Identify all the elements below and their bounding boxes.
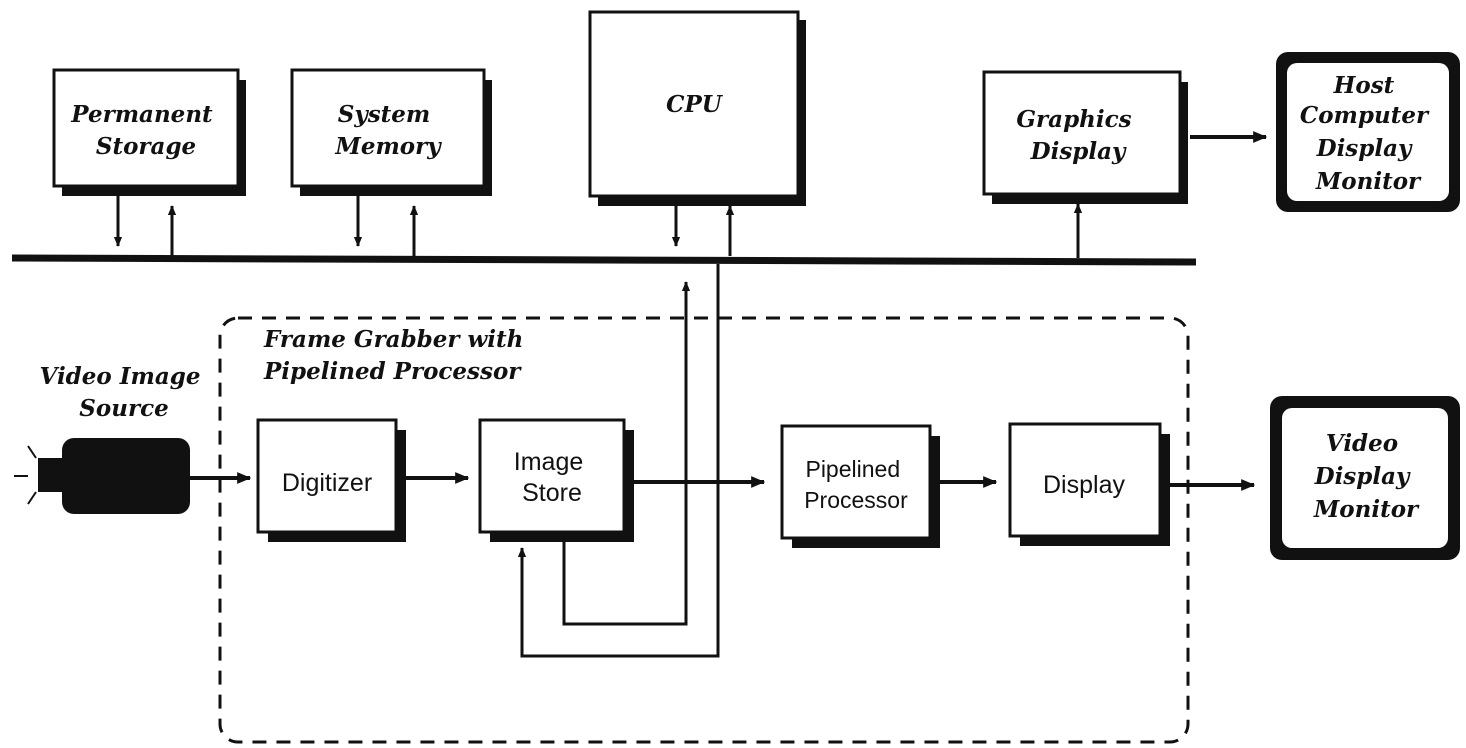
pipelined-processor-block: Pipelined Processor	[780, 424, 940, 548]
svg-text:Display: Display	[1043, 471, 1125, 499]
frame-grabber-label-2: Pipelined Processor	[263, 358, 522, 385]
video-monitor-block: Video Display Monitor	[1270, 396, 1460, 560]
bus-to-store-loop	[517, 264, 720, 658]
bus-arrows	[113, 196, 1083, 258]
system-memory-block: System Memory	[290, 68, 492, 196]
image-store-block: Image Store	[478, 418, 634, 542]
camera-icon	[14, 438, 190, 514]
display-block: Display	[1008, 422, 1170, 546]
video-source-label-1: Video Image	[40, 363, 201, 390]
host-monitor-label-2: Computer	[1300, 102, 1430, 129]
svg-text:System Memory: System Memory	[334, 101, 442, 160]
host-monitor-label-1: Host	[1333, 72, 1395, 99]
host-monitor-label-3: Display	[1316, 135, 1413, 162]
graphics-display-label-1: Graphics	[1016, 106, 1131, 133]
video-monitor-label-3: Monitor	[1313, 496, 1420, 523]
permanent-storage-label-1: Permanent	[70, 101, 213, 128]
store-to-bus-loop	[562, 281, 691, 626]
svg-text:Graphics Display: Graphics Display	[1016, 106, 1139, 165]
svg-text:CPU: CPU	[666, 91, 724, 118]
video-source-label-2: Source	[79, 395, 168, 422]
video-monitor-label-2: Display	[1314, 463, 1411, 490]
permanent-storage-block: Permanent Storage	[52, 68, 246, 196]
graphics-display-block: Graphics Display	[982, 70, 1188, 204]
system-memory-label-2: Memory	[334, 133, 442, 160]
host-monitor-block: Host Computer Display Monitor	[1276, 52, 1460, 212]
svg-text:Host Computer Disp: Host Computer Display Monitor	[1300, 72, 1436, 195]
video-monitor-label-1: Video	[1326, 430, 1398, 457]
svg-text:Permanent Storage: Permanent Storage	[70, 101, 220, 160]
pipelined-processor-label-1: Pipelined	[805, 456, 900, 482]
svg-text:Frame Grabber with Pipeli: Frame Grabber with Pipelined Processor	[263, 326, 531, 385]
system-memory-label-1: System	[338, 101, 431, 128]
cpu-label: CPU	[666, 91, 724, 118]
display-label: Display	[1043, 471, 1125, 499]
svg-text:Image Store: Image Store	[514, 448, 590, 507]
svg-text:Video Display Moni: Video Display Monitor	[1313, 430, 1420, 523]
pipelined-processor-label-2: Processor	[804, 487, 908, 513]
svg-text:Pipelined Processor: Pipelined Processor	[804, 456, 908, 513]
frame-grabber-label-1: Frame Grabber with	[263, 326, 523, 353]
svg-text:Video Image Source: Video Image Source	[40, 363, 209, 422]
frame-grabber-boundary	[218, 316, 1190, 744]
system-bus	[11, 254, 1197, 266]
image-store-label-2: Store	[522, 479, 582, 507]
graphics-display-label-2: Display	[1030, 138, 1127, 165]
host-monitor-label-4: Monitor	[1315, 168, 1422, 195]
svg-text:Digitizer: Digitizer	[282, 469, 372, 497]
digitizer-label: Digitizer	[282, 469, 372, 497]
digitizer-block: Digitizer	[256, 418, 406, 542]
cpu-block: CPU	[588, 10, 806, 206]
permanent-storage-label-2: Storage	[96, 133, 196, 160]
image-store-label-1: Image	[514, 448, 583, 476]
